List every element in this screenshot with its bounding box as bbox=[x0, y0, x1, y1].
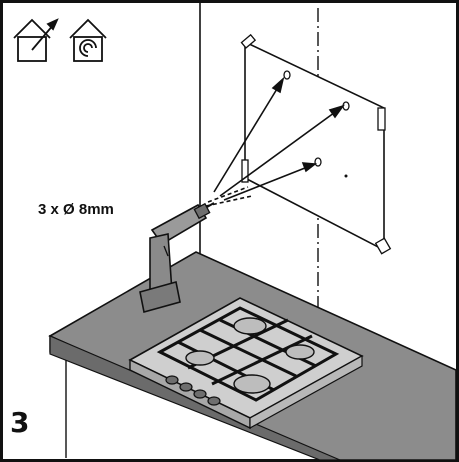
burner-rear-right bbox=[285, 344, 315, 360]
burner-front-left bbox=[185, 350, 215, 366]
tape-tab-right-lower bbox=[374, 237, 392, 255]
drill-bit bbox=[206, 202, 215, 208]
drill-chuck bbox=[193, 202, 211, 220]
step-number: 3 bbox=[10, 406, 30, 439]
drilling-arrows bbox=[205, 76, 346, 207]
tape-tab-right-upper bbox=[377, 107, 386, 131]
control-knobs bbox=[165, 375, 221, 406]
burner-front-right bbox=[233, 374, 271, 394]
burner-rear-left bbox=[233, 317, 267, 335]
recirculating-house-icon bbox=[69, 18, 107, 62]
hole-mark-1 bbox=[283, 70, 291, 80]
ducted-house-icon bbox=[13, 18, 59, 62]
power-drill bbox=[139, 202, 215, 314]
drilling-template bbox=[240, 33, 392, 255]
hole-mark-3 bbox=[314, 157, 322, 167]
tape-tab-left-lower bbox=[241, 159, 249, 183]
tape-tab-top-left bbox=[240, 33, 257, 49]
drill-battery bbox=[139, 280, 181, 314]
drill-spec-label: 3 x Ø 8mm bbox=[38, 201, 114, 218]
drill-trigger bbox=[163, 245, 169, 257]
hole-mark-small bbox=[344, 174, 348, 178]
gas-hob bbox=[128, 297, 364, 430]
